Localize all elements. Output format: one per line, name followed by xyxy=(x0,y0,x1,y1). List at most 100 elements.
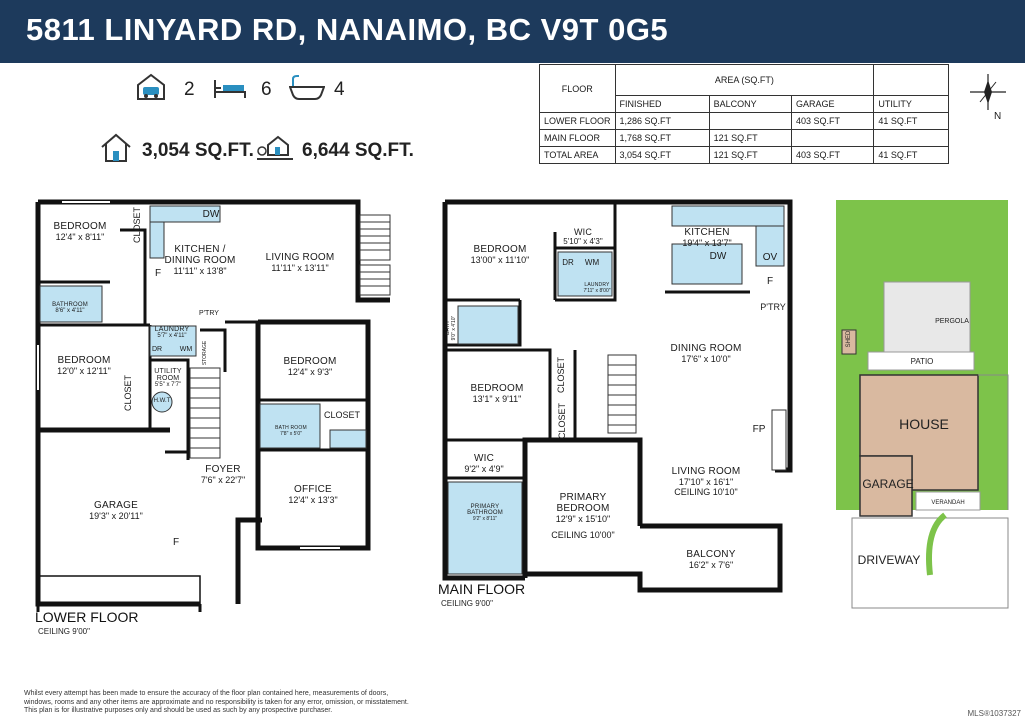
room-name: BEDROOM xyxy=(57,355,111,366)
closet-label: CLOSET xyxy=(556,356,566,394)
room-name: BALCONY xyxy=(686,549,736,560)
site-verandah-label: VERANDAH xyxy=(931,500,965,506)
lot-area: 6,644 SQ.FT. xyxy=(302,140,414,161)
table-cell: 403 SQ.FT xyxy=(790,146,875,164)
bed-count: 6 xyxy=(261,79,272,100)
table-row: LOWER FLOOR 1,286 SQ.FT 403 SQ.FT 41 SQ.… xyxy=(539,112,949,130)
room-dims: 7'6" x 22'7" xyxy=(200,475,246,485)
bed-icon xyxy=(214,80,246,98)
lf-dw: DW xyxy=(203,209,220,220)
hwt-label: H.W.T xyxy=(153,398,171,404)
room-name-2: ROOM xyxy=(156,375,180,382)
dw-label: DW xyxy=(202,209,220,220)
mf-closet-2: CLOSET xyxy=(557,403,567,439)
lower-floor-title: LOWER FLOOR xyxy=(35,609,139,625)
main-kitchen-island xyxy=(671,243,743,285)
compass-icon xyxy=(970,74,1006,110)
site-house-label: HOUSE xyxy=(899,416,949,432)
room-name: BEDROOM xyxy=(473,244,527,255)
compass-north: N xyxy=(994,111,1002,122)
room-dims: 12'0" x 12'11" xyxy=(57,366,111,376)
main-bath xyxy=(457,305,519,345)
pantry-label: P'TRY xyxy=(760,302,786,312)
bath-count: 4 xyxy=(334,79,345,100)
lf-dr: DR xyxy=(152,346,162,353)
washer-label: WM xyxy=(179,346,193,353)
mf-pantry: P'TRY xyxy=(760,302,786,312)
mf-fp: FP xyxy=(753,424,766,435)
main-floor-inner-walls xyxy=(445,202,780,528)
main-floor-title: MAIN FLOOR xyxy=(438,581,526,597)
disclaimer-text: Whilst every attempt has been made to en… xyxy=(24,690,564,716)
site-patio-label: PATIO xyxy=(910,357,934,366)
mf-closet-1: CLOSET xyxy=(556,357,566,393)
area-table: FLOOR AREA (SQ.FT) FINISHED BALCONY GARA… xyxy=(539,64,949,164)
washer-label: WM xyxy=(584,258,600,267)
room-dims: 12'4" x 8'11" xyxy=(55,232,105,242)
lot-icon xyxy=(257,135,293,160)
table-header-floor: FLOOR xyxy=(539,64,616,113)
closet-label: CLOSET xyxy=(557,402,567,440)
lower-laundry xyxy=(149,325,197,357)
room-name: BEDROOM xyxy=(53,221,107,232)
room-name: KITCHEN xyxy=(684,227,730,238)
site-driveway-label: DRIVEWAY xyxy=(857,553,921,567)
room-name: WIC xyxy=(573,227,593,237)
room-name: OFFICE xyxy=(294,484,332,495)
room-ceiling: CEILING 10'00" xyxy=(551,530,615,540)
room-dims: 19'3" x 20'11" xyxy=(89,511,143,521)
room-dims: 5'5" x 7'7" xyxy=(154,382,182,388)
room-name: LIVING ROOM xyxy=(671,466,741,477)
disclaimer-line: windows, rooms and any other items are a… xyxy=(24,698,409,706)
disclaimer-line: This plan is for illustrative purposes o… xyxy=(24,707,333,714)
dw-label: DW xyxy=(709,251,727,262)
room-dims: 17'10" x 16'1" xyxy=(678,477,734,487)
main-kitchen-counter xyxy=(671,205,785,227)
fridge-label: F xyxy=(766,276,774,287)
room-dims: 13'00" x 11'10" xyxy=(470,255,530,265)
room-dims: 5'7" x 4'11" xyxy=(157,333,187,339)
room-name: LAUNDRY xyxy=(584,282,610,288)
room-dims: 12'9" x 15'10" xyxy=(555,514,611,524)
main-floor-ceiling: CEILING 9'00" xyxy=(441,599,493,608)
lf-pantry: P'TRY xyxy=(199,310,219,317)
lf-hwt: H.W.T xyxy=(154,398,171,404)
site-patio xyxy=(867,351,975,371)
bathtub-icon xyxy=(289,75,325,100)
mf-dw: DW xyxy=(710,251,727,262)
closet-label: CLOSET xyxy=(123,374,133,412)
room-dims: 17'6" x 10'0" xyxy=(681,354,731,364)
lf-closet-2: CLOSET xyxy=(123,375,133,411)
room-name: GARAGE xyxy=(93,500,138,511)
site-path xyxy=(926,512,947,576)
room-dims: 13'1" x 9'11" xyxy=(472,394,522,404)
lf-garage-f: F xyxy=(173,537,179,548)
table-row: TOTAL AREA 3,054 SQ.FT 121 SQ.FT 403 SQ.… xyxy=(539,146,949,164)
mf-ov: OV xyxy=(763,252,777,263)
lower-floor-stairs xyxy=(189,214,391,459)
room-name: WIC xyxy=(473,453,495,464)
room-dims: 19'4" x 13'7" xyxy=(682,238,732,248)
site-shed xyxy=(841,329,857,355)
lower-kitchen-side-counter xyxy=(149,221,165,259)
lf-closet-1: CLOSET xyxy=(132,207,142,243)
